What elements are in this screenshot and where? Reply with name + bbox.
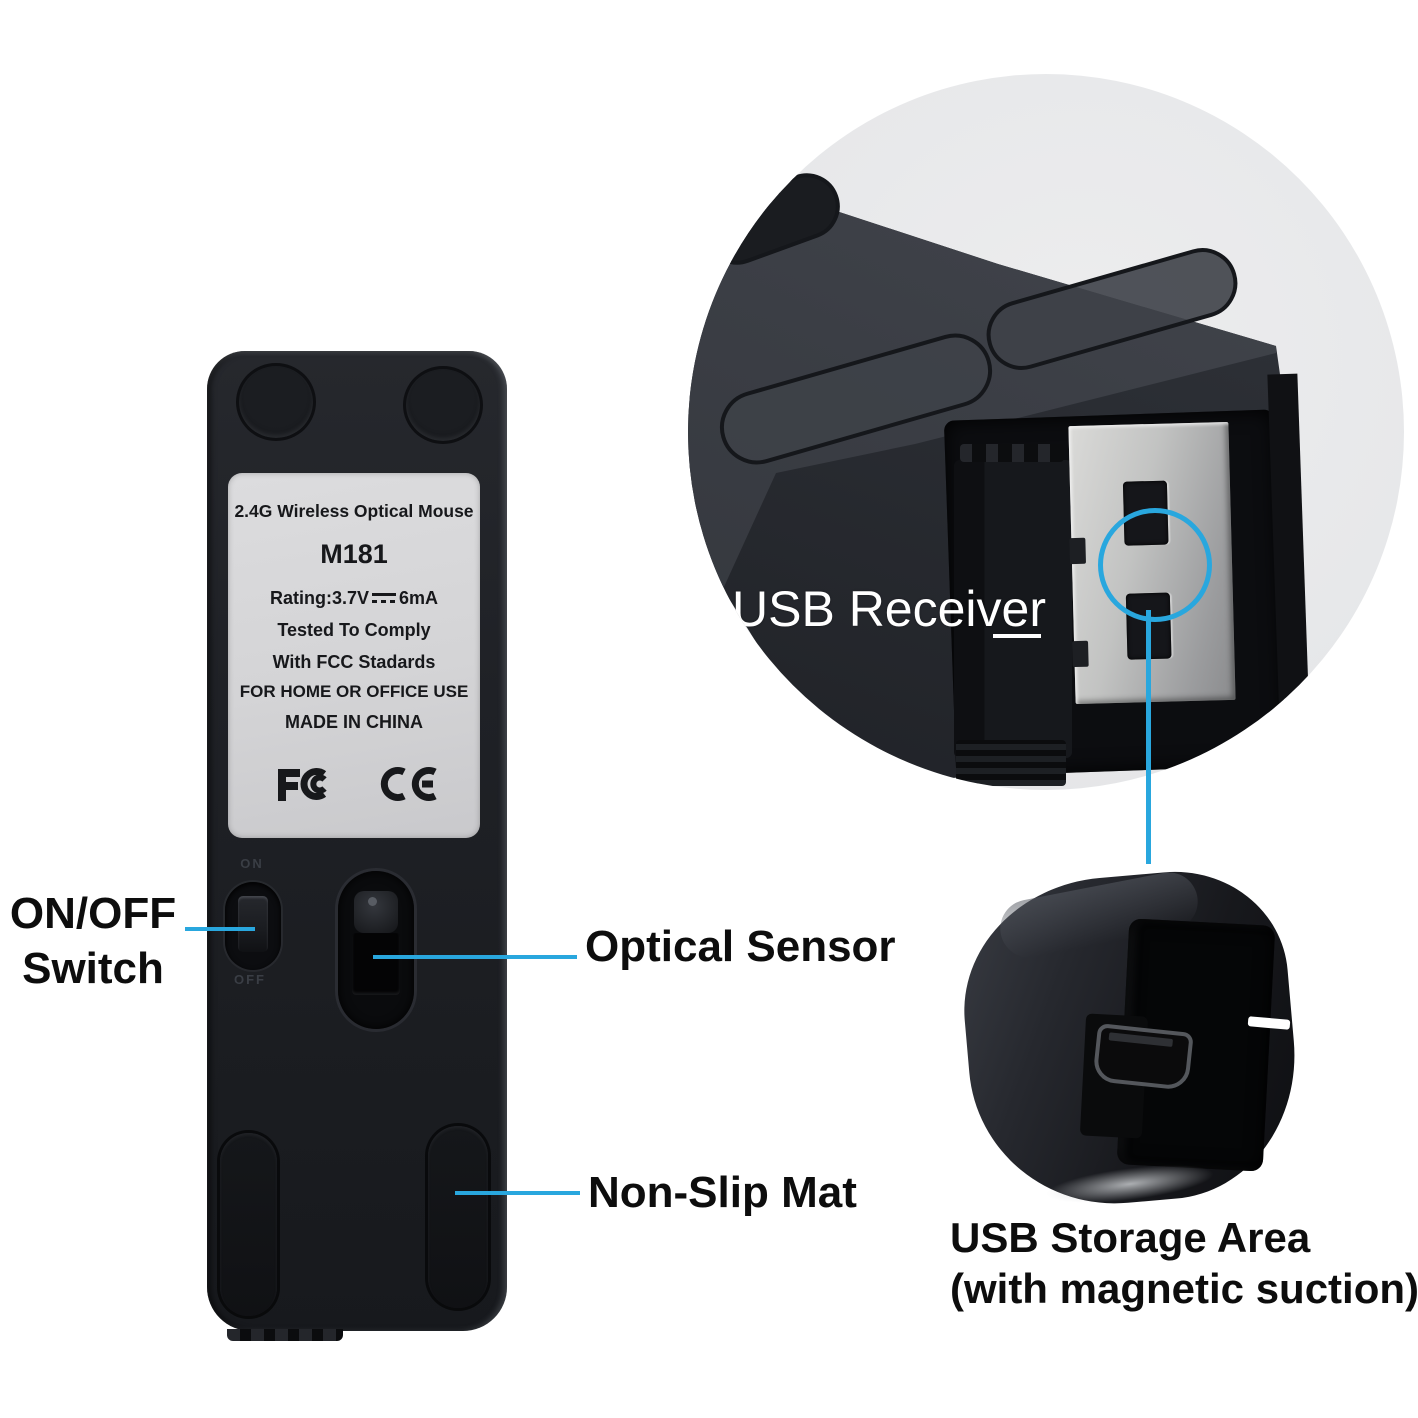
non-slip-mat-left <box>220 1133 277 1316</box>
label-title: 2.4G Wireless Optical Mouse <box>234 501 474 521</box>
micro-usb-port <box>1092 1023 1194 1091</box>
power-switch[interactable] <box>225 882 281 970</box>
dc-symbol-icon <box>372 592 396 605</box>
callout-line-vertical <box>1146 610 1151 864</box>
usb-receiver-label: USB Receiver <box>732 581 1046 637</box>
certification-logos <box>228 761 480 807</box>
switch-off-engraving: OFF <box>234 972 266 987</box>
annotation-usb-storage-line1: USB Storage Area <box>950 1214 1311 1261</box>
annotation-optical-sensor: Optical Sensor <box>585 922 896 971</box>
round-foot-right <box>403 366 483 444</box>
label-rating: Rating:3.7V 6mA <box>228 588 480 609</box>
annotation-usb-storage: USB Storage Area (with magnetic suction) <box>950 1212 1418 1314</box>
leader-line-non-slip-mat <box>455 1191 580 1195</box>
usb-storage-closeup-inset <box>953 862 1307 1216</box>
receiver-edge-ridge <box>227 1329 343 1341</box>
label-compliance-line2: With FCC Stadards <box>272 652 436 672</box>
annotation-on-off-line2: Switch <box>22 944 164 993</box>
annotation-non-slip-mat: Non-Slip Mat <box>588 1168 857 1217</box>
round-foot-left <box>236 363 316 441</box>
non-slip-mat-right <box>428 1126 488 1308</box>
label-compliance-line1: Tested To Comply <box>277 620 431 640</box>
mouse-bottom-photo: 2.4G Wireless Optical Mouse M181 Rating:… <box>207 351 507 1341</box>
annotation-on-off-switch: ON/OFF Switch <box>4 886 182 996</box>
usb-plastic-collar <box>954 444 1072 786</box>
label-origin-line: MADE IN CHINA <box>285 712 423 732</box>
usb-side-notch-top <box>1069 537 1086 565</box>
sensor-lens-highlight <box>368 897 377 906</box>
leader-line-on-off <box>185 927 255 931</box>
rating-suffix: 6mA <box>399 588 439 608</box>
spec-label: 2.4G Wireless Optical Mouse M181 Rating:… <box>228 473 480 838</box>
power-switch-knob[interactable] <box>238 896 268 952</box>
callout-ring <box>1098 508 1212 622</box>
usb-side-notch-bottom <box>1072 640 1089 668</box>
sensor-window <box>352 933 400 995</box>
label-use-line: FOR HOME OR OFFICE USE <box>239 682 469 701</box>
switch-on-engraving: ON <box>240 856 264 871</box>
annotation-usb-storage-line2: (with magnetic suction) <box>950 1265 1418 1312</box>
leader-line-optical-sensor <box>373 955 577 959</box>
rating-prefix: Rating:3.7V <box>269 588 369 608</box>
label-model: M181 <box>320 539 388 569</box>
optical-sensor <box>338 871 414 1029</box>
usb-receiver-closeup-inset: USB Receiver <box>688 74 1404 790</box>
annotation-on-off-line1: ON/OFF <box>9 889 177 938</box>
sensor-lens <box>354 891 398 933</box>
usb-receiver-underline <box>993 634 1041 638</box>
ce-logo-icon <box>380 767 437 801</box>
fcc-logo-icon <box>278 768 327 801</box>
